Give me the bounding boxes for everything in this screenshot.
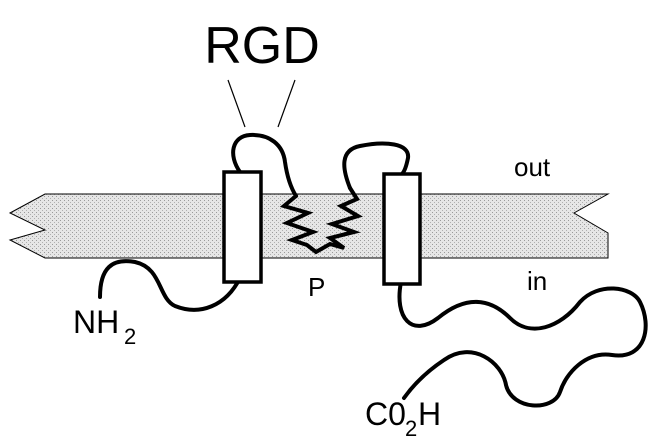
- c-terminus-tail-label: H: [418, 396, 441, 432]
- p-loop-zigzag: [279, 186, 363, 255]
- c-terminus-subscript: 2: [405, 416, 417, 437]
- rgd-pointer-left: [227, 79, 246, 128]
- c-terminal-chain: [397, 280, 648, 408]
- transmembrane-helix-1: [222, 170, 263, 284]
- out-label: out: [514, 152, 551, 182]
- membrane-bilayer: [8, 193, 610, 259]
- n-terminus-subscript: 2: [124, 324, 136, 349]
- transmembrane-helix-2: [382, 172, 422, 286]
- rgd-pointer-right: [277, 79, 296, 128]
- n-terminus-label: NH: [73, 304, 119, 340]
- second-loop-chain: [342, 141, 411, 190]
- n-terminal-chain: [98, 259, 242, 312]
- p-label: P: [308, 272, 325, 302]
- rgd-label: RGD: [204, 17, 320, 75]
- in-label: in: [527, 266, 547, 296]
- c-terminus-label: C0: [365, 396, 406, 432]
- rgd-loop-chain: [231, 132, 298, 198]
